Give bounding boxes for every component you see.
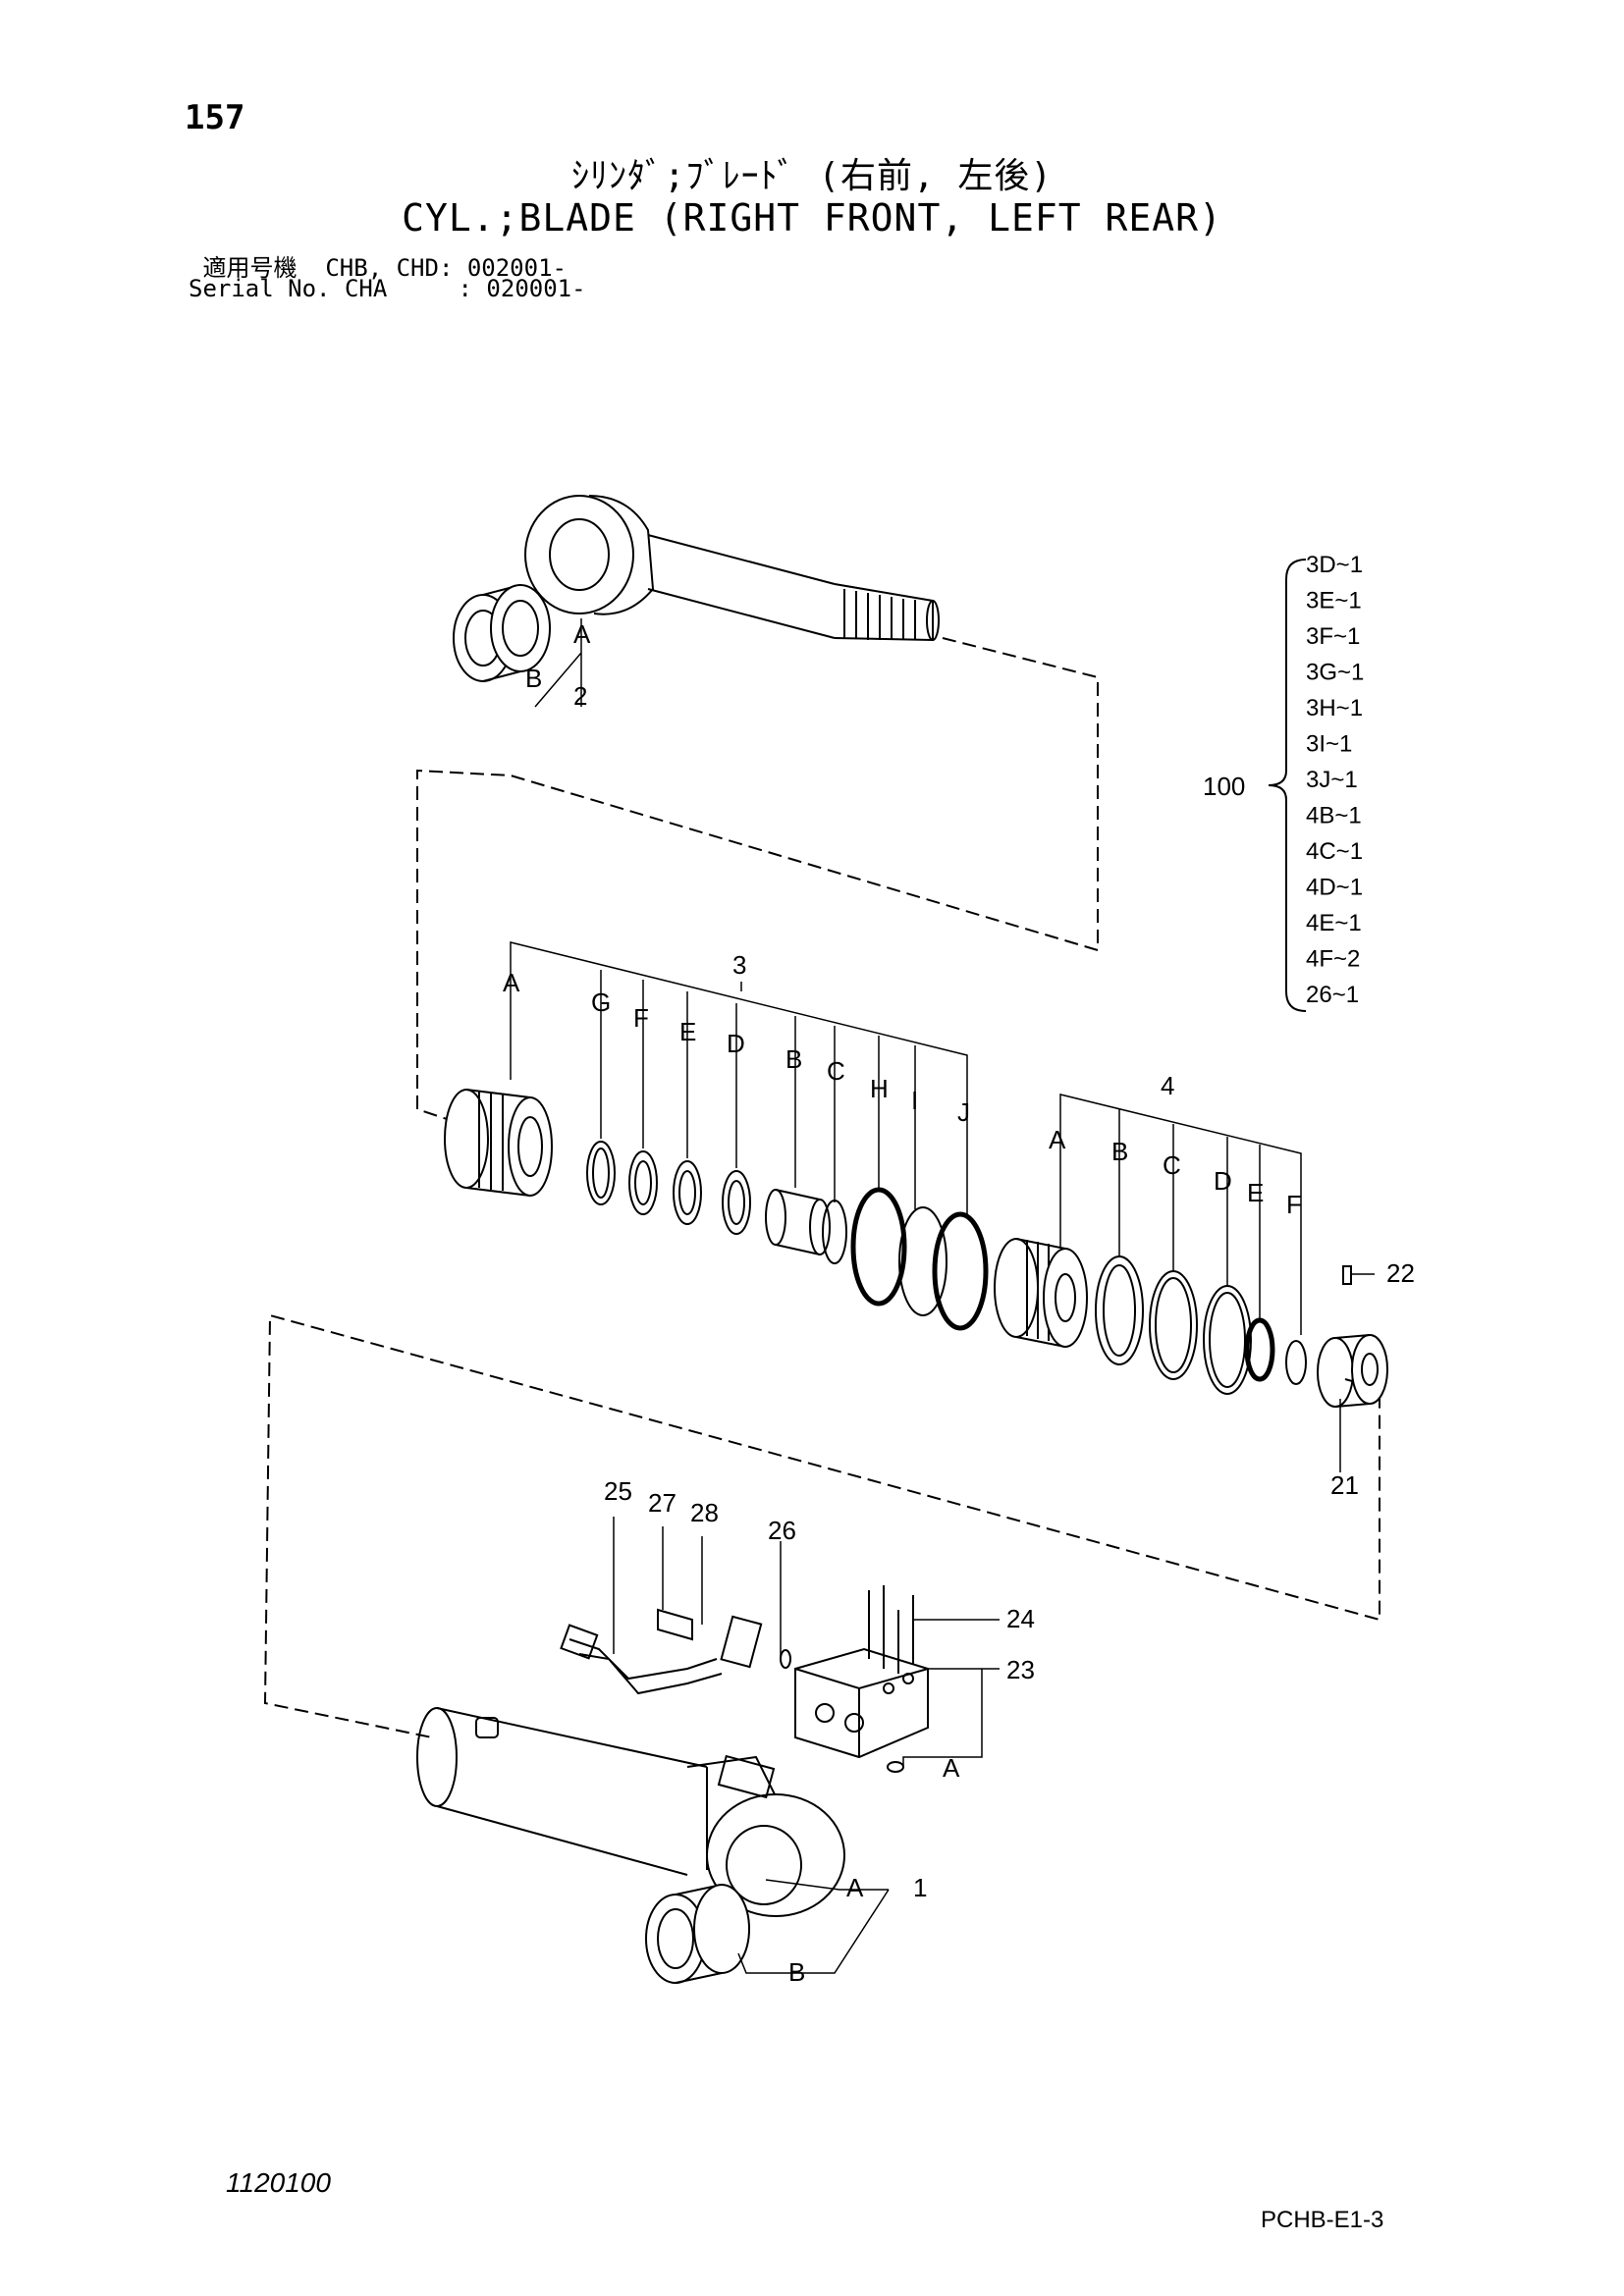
piston-label-f: F [1286,1190,1302,1219]
kit-number: 100 [1203,772,1245,801]
gland-label-h: H [870,1074,889,1103]
page-title: CYL.;BLADE (RIGHT FRONT, LEFT REAR) [402,196,1222,240]
kit-item: 3G~1 [1306,660,1364,686]
piston-part-number: 4 [1161,1071,1174,1100]
tube-label-a: A [846,1873,864,1902]
piston [994,1238,1088,1348]
valve-part-number: 23 [1006,1655,1035,1684]
pipe [560,1517,723,1695]
pipe-part-number: 25 [604,1476,632,1506]
rod-gland [444,1089,553,1197]
gland-label-e: E [679,1017,696,1046]
oring-part-number: 26 [768,1516,796,1545]
kit-item-list: 3D~1 3E~1 3F~1 3G~1 3H~1 3I~1 3J~1 4B~1 4C~1 4D~1… [1306,552,1364,1008]
rod-label-b: B [525,664,542,693]
kit-item: 3H~1 [1306,695,1363,721]
gland-label-f: F [633,1003,649,1033]
valve-bolts [868,1585,1000,1674]
gland-label-i: I [911,1086,918,1115]
piston-label-a: A [1049,1125,1066,1154]
kit-item: 4C~1 [1306,838,1363,865]
page-code: PCHB-E1-3 [1261,2207,1384,2233]
valve-label-a: A [943,1753,960,1783]
gland-label-a: A [503,968,520,997]
cylinder-tube [416,1707,845,1917]
gland-label-j: J [957,1097,970,1127]
tube-part-number: 1 [913,1873,927,1902]
kit-item: 3D~1 [1306,552,1363,578]
kit-item: 4E~1 [1306,910,1362,936]
kit-item: 3E~1 [1306,588,1362,614]
piston-label-d: D [1214,1166,1232,1196]
page-number: 157 [185,98,245,137]
kit-item: 3F~1 [1306,623,1360,650]
kit-item: 4F~2 [1306,946,1360,973]
bolts-part-number: 24 [1006,1604,1035,1633]
kit-item: 26~1 [1306,982,1359,1008]
rod-bushing [453,584,551,682]
serial-applicability-line-2: Serial No. CHA : 020001- [189,275,586,302]
piston-label-e: E [1247,1178,1264,1207]
setscrew-part-number: 22 [1386,1258,1415,1288]
kit-item: 3I~1 [1306,731,1352,758]
kit-item: 3J~1 [1306,767,1358,793]
piston-label-c: C [1163,1150,1181,1180]
piston-nut [1317,1334,1388,1472]
rod-part-number: 2 [573,681,587,711]
tube-bushing [645,1884,750,1984]
piston-label-b: B [1111,1137,1128,1166]
valve-block [794,1647,929,1773]
clamp-bolt-part-number: 27 [648,1488,677,1518]
clamp-part-number: 28 [690,1498,719,1527]
kit-item: 4B~1 [1306,803,1362,829]
gland-label-c: C [827,1056,845,1086]
gland-label-g: G [591,988,611,1017]
kit-item: 4D~1 [1306,875,1363,901]
serial-applicability-line-1: 適用号機 CHB, CHD: 002001- [189,254,567,282]
gland-label-b: B [785,1044,802,1074]
gland-part-number: 3 [732,950,746,980]
page-title-japanese: ｼﾘﾝﾀﾞ;ﾌﾞﾚｰﾄﾞ (右前, 左後) [570,156,1054,196]
drawing-number: 1120100 [226,2167,331,2198]
set-screw [1342,1265,1375,1285]
nut-part-number: 21 [1330,1470,1359,1500]
pipe-clamp [657,1526,763,1669]
piston-rod [524,495,940,642]
rod-label-a: A [573,619,591,649]
tube-label-b: B [788,1957,805,1987]
gland-label-d: D [727,1029,745,1058]
